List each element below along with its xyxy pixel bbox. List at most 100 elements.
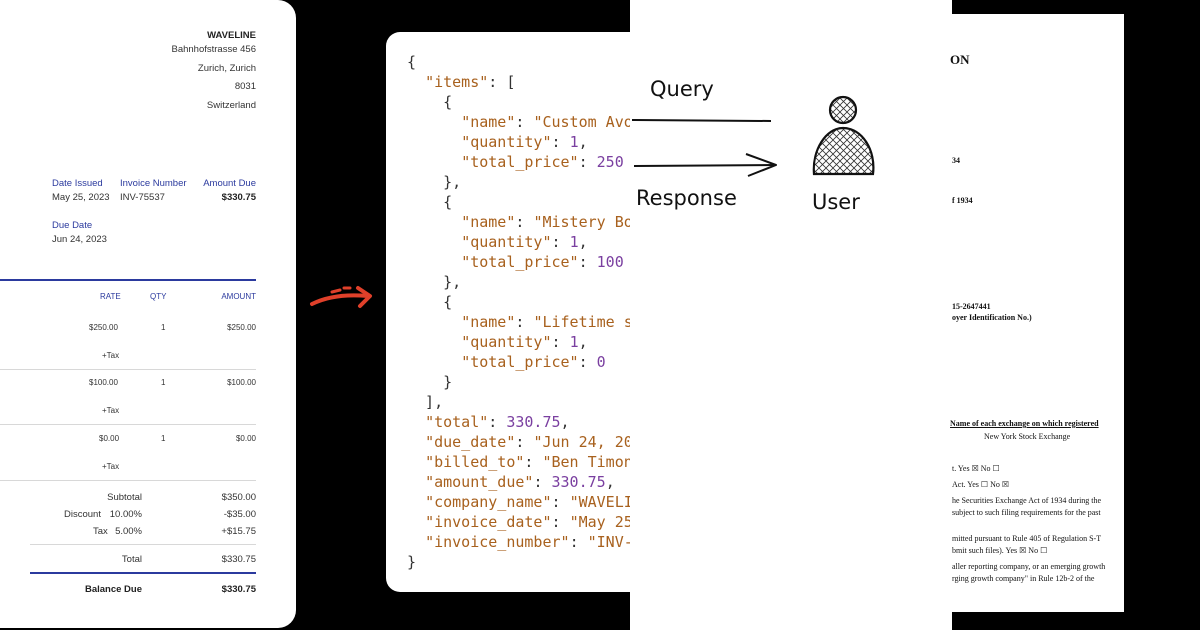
json-code-line: ],	[407, 393, 444, 411]
json-code-line: "total_price": 250	[461, 153, 624, 171]
address-line-4: Switzerland	[206, 100, 256, 111]
doc-line: Act. Yes ☐ No ☒	[952, 480, 1010, 489]
json-code-line: "items": [	[425, 73, 516, 91]
doc-line: oyer Identification No.)	[952, 313, 1032, 322]
json-code-line: "total": 330.75,	[425, 413, 570, 431]
row-2-qty: 1	[161, 378, 166, 387]
table-top-rule	[0, 279, 256, 281]
due-date-value: Jun 24, 2023	[52, 234, 107, 245]
doc-line: he Securities Exchange Act of 1934 durin…	[952, 496, 1102, 505]
discount-percent: 10.00%	[109, 509, 142, 520]
discount-label: Discount	[64, 509, 101, 520]
date-issued-value: May 25, 2023	[52, 192, 110, 203]
query-response-sketch: Query Response User	[630, 0, 952, 630]
json-code-line: "amount_due": 330.75,	[425, 473, 615, 491]
json-code-line: "company_name": "WAVELI	[425, 493, 633, 511]
balance-due-value: $330.75	[221, 584, 256, 595]
address-line-2: Zurich, Zurich	[197, 63, 256, 74]
doc-line: New York Stock Exchange	[984, 432, 1071, 441]
sec-filing-document: ON 34 f 1934 15-2647441 oyer Identificat…	[926, 14, 1124, 612]
json-code-line: "due_date": "Jun 24, 20	[425, 433, 633, 451]
row-2-amount: $100.00	[227, 378, 256, 387]
sketch-drawing	[631, 95, 875, 177]
row-2-rate: $100.00	[89, 378, 118, 387]
json-code-line: "name": "Custom Avo	[461, 113, 633, 131]
invoice-number-value: INV-75537	[120, 192, 165, 203]
doc-line: rging growth company" in Rule 12b-2 of t…	[952, 574, 1095, 583]
due-date-label: Due Date	[52, 220, 93, 231]
row-1-tax: +Tax	[102, 351, 120, 360]
json-code-line: "invoice_number": "INV-	[425, 533, 633, 551]
user-icon	[812, 95, 875, 176]
doc-line: 34	[952, 156, 960, 165]
json-output-card: { "items": [ { "name": "Custom Avo "quan…	[386, 32, 656, 592]
json-code-line: "invoice_date": "May 25	[425, 513, 633, 531]
subtotal-label: Subtotal	[107, 492, 142, 503]
invoice-number-label: Invoice Number	[120, 178, 187, 189]
row-divider	[0, 369, 256, 370]
balance-due-label: Balance Due	[84, 584, 142, 595]
json-code-line: {	[407, 193, 453, 211]
row-divider	[0, 480, 256, 481]
json-code-line: "billed_to": "Ben Timon	[425, 453, 633, 471]
doc-line: bmit such files). Yes ☒ No ☐	[952, 546, 1048, 555]
row-1-rate: $250.00	[89, 323, 118, 332]
json-code-block: { "items": [ { "name": "Custom Avo "quan…	[407, 52, 633, 572]
balance-rule	[30, 572, 256, 574]
tax-label: Tax	[93, 526, 108, 537]
document-title: ON	[950, 52, 970, 67]
row-divider	[0, 424, 256, 425]
json-code-line: "quantity": 1,	[461, 333, 588, 351]
row-3-tax: +Tax	[102, 462, 120, 471]
doc-line: aller reporting company, or an emerging …	[952, 562, 1106, 571]
doc-line: subject to such filing requirements for …	[952, 508, 1101, 517]
json-code-line: "total_price": 100	[461, 253, 624, 271]
totals-divider	[30, 544, 256, 545]
column-qty: QTY	[150, 292, 167, 301]
tax-percent: 5.00%	[115, 526, 142, 537]
discount-value: -$35.00	[223, 509, 256, 520]
address-line-1: Bahnhofstrasse 456	[171, 44, 256, 55]
query-label: Query	[650, 77, 714, 101]
json-code-line: {	[407, 93, 453, 111]
column-amount: AMOUNT	[221, 292, 256, 301]
company-name: WAVELINE	[207, 30, 256, 41]
row-3-amount: $0.00	[235, 434, 256, 443]
response-label: Response	[636, 186, 737, 210]
column-rate: RATE	[100, 292, 121, 301]
json-code-line: }	[407, 373, 453, 391]
amount-due-label: Amount Due	[203, 178, 256, 189]
json-code-line: }	[407, 553, 417, 571]
json-code-line: "name": "Mistery Bo	[461, 213, 633, 231]
doc-line: mitted pursuant to Rule 405 of Regulatio…	[952, 534, 1102, 543]
row-2-tax: +Tax	[102, 406, 120, 415]
json-code-line: "quantity": 1,	[461, 133, 588, 151]
total-label: Total	[121, 554, 142, 565]
response-arrowhead-icon	[745, 153, 777, 177]
doc-line: Name of each exchange on which registere…	[950, 419, 1099, 428]
json-code-line: "total_price": 0	[461, 353, 606, 371]
row-1-amount: $250.00	[227, 323, 256, 332]
amount-due-value: $330.75	[221, 192, 256, 203]
address-line-3: 8031	[234, 81, 256, 92]
doc-line: t. Yes ☒ No ☐	[952, 464, 1000, 473]
json-code-line: "name": "Lifetime s	[461, 313, 633, 331]
subtotal-value: $350.00	[221, 492, 256, 503]
doc-line: 15-2647441	[952, 302, 991, 311]
total-value: $330.75	[221, 554, 256, 565]
row-3-rate: $0.00	[99, 434, 120, 443]
json-code-line: {	[407, 53, 417, 71]
doc-line: f 1934	[952, 196, 973, 205]
date-issued-label: Date Issued	[52, 178, 103, 189]
response-arrow-line	[633, 164, 777, 167]
query-arrow-line	[631, 119, 772, 122]
json-code-line: },	[407, 273, 462, 291]
row-3-qty: 1	[161, 434, 166, 443]
json-code-line: {	[407, 293, 453, 311]
red-arrow-icon	[310, 286, 372, 308]
json-code-line: "quantity": 1,	[461, 233, 588, 251]
invoice-document: WAVELINE Bahnhofstrasse 456 Zurich, Zuri…	[0, 0, 296, 628]
json-code-line: },	[407, 173, 462, 191]
tax-value: +$15.75	[221, 526, 256, 537]
row-1-qty: 1	[161, 323, 166, 332]
